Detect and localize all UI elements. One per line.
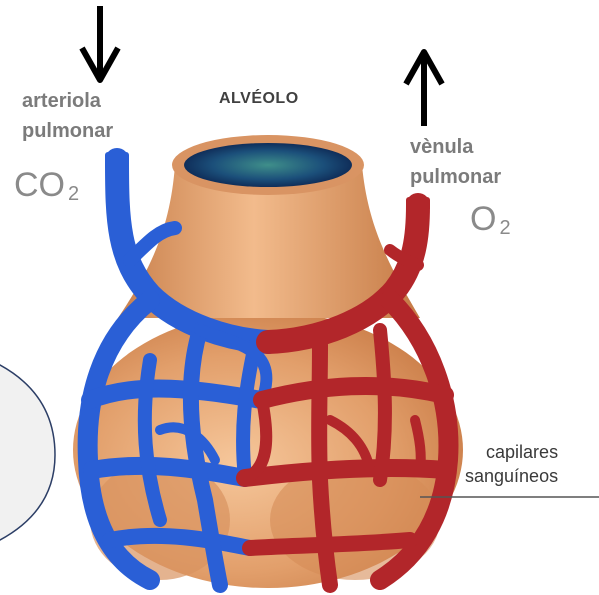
arrow-down-icon xyxy=(82,6,118,80)
venula-line2: pulmonar xyxy=(410,162,501,192)
co2-label: CO2 xyxy=(14,166,79,206)
arteriola-label: arteriola pulmonar xyxy=(22,86,113,146)
capilares-label: capilares sanguíneos xyxy=(465,440,558,488)
venule-end xyxy=(406,197,430,211)
arrow-up-icon xyxy=(406,52,442,126)
capilares-line2: sanguíneos xyxy=(465,464,558,488)
o2-label: O2 xyxy=(470,200,511,240)
venula-line1: vènula xyxy=(410,132,501,162)
lens-shape xyxy=(0,360,55,545)
co2-sub: 2 xyxy=(68,183,79,205)
arteriola-line1: arteriola xyxy=(22,86,113,116)
alveolo-label: ALVÉOLO xyxy=(219,90,299,108)
arteriole-end xyxy=(105,152,129,166)
venula-label: vènula pulmonar xyxy=(410,132,501,192)
arteriola-line2: pulmonar xyxy=(22,116,113,146)
co2-main: CO xyxy=(14,166,65,204)
capilares-line1: capilares xyxy=(465,440,558,464)
o2-main: O xyxy=(470,200,496,238)
o2-sub: 2 xyxy=(499,217,510,239)
